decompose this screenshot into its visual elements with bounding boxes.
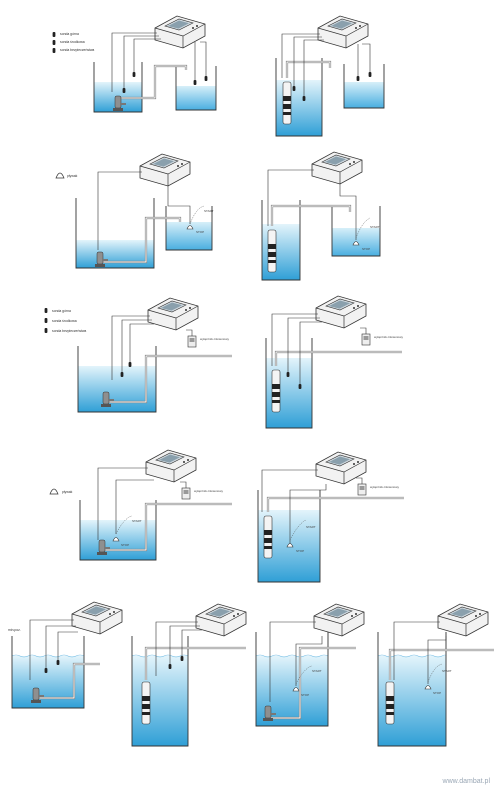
diagram-minlevel-2 <box>131 603 247 747</box>
diagram-minlevel-3: START STOP <box>255 603 365 727</box>
diagram-float-switch-deepwell: wyłącznik ciśnieniowy START STOP <box>257 451 404 583</box>
pressure-switch-icon <box>187 335 197 348</box>
controller-icon <box>147 297 199 331</box>
float-start-label: START <box>132 519 142 523</box>
float-start-label: START <box>442 669 452 673</box>
probe-legend: sonda górna sonda środkowa sonda bezpiec… <box>52 32 94 53</box>
deepwell-pump-icon <box>385 681 395 725</box>
controller-icon <box>71 601 123 635</box>
float-start-label: START <box>204 209 214 213</box>
legend-probe-bottom: sonda bezpieczeństwa <box>60 48 94 52</box>
controller-icon <box>139 153 191 187</box>
controller-icon <box>311 151 363 185</box>
float-stop-label: STOP <box>301 693 309 697</box>
switch-label: wyłącznik ciśnieniowy <box>370 485 400 489</box>
legend-probe-top: sonda górna <box>60 32 79 36</box>
float-stop-label: STOP <box>121 543 129 547</box>
float-legend-icon <box>49 488 59 495</box>
deepwell-pump-icon <box>141 681 151 725</box>
float-stop-label: STOP <box>433 691 441 695</box>
footer-url[interactable]: www.dambat.pl <box>442 778 490 785</box>
diagram-float-switch-drainage: pływak wyłącznik ciśnieniowy START STOP <box>49 449 232 561</box>
controller-icon <box>317 15 369 49</box>
deepwell-pump-icon <box>263 515 273 559</box>
diagram-float-deepwell: START STOP <box>261 151 381 281</box>
pressure-switch-icon <box>361 333 371 346</box>
diagram-float-drainage: pływak START STOP <box>55 153 214 269</box>
float-stop-label: STOP <box>296 549 304 553</box>
legend-float: pływak <box>67 174 78 178</box>
legend-probe-top: sonda górna <box>52 309 71 313</box>
legend-float: pływak <box>62 490 73 494</box>
deepwell-pump-icon <box>267 229 277 273</box>
controller-icon <box>154 15 206 49</box>
minimal-level-label: min.poz. <box>8 628 21 632</box>
deepwell-pump-icon <box>282 81 292 125</box>
legend-probe-bottom: sonda bezpieczeństwa <box>52 329 86 333</box>
diagram-probes-drainage: sonda górna sonda środkowa sonda bezpiec… <box>52 15 217 113</box>
pressure-switch-icon <box>357 483 367 496</box>
float-legend-icon <box>55 172 65 179</box>
switch-label: wyłącznik ciśnieniowy <box>374 335 404 339</box>
controller-icon <box>313 603 365 637</box>
controller-icon <box>315 295 367 329</box>
controller-icon <box>195 603 247 637</box>
float-start-label: START <box>370 225 380 229</box>
switch-label: wyłącznik ciśnieniowy <box>200 337 230 341</box>
controller-icon <box>315 451 367 485</box>
float-start-label: START <box>312 669 322 673</box>
diagram-minlevel-1: min.poz. <box>8 601 123 709</box>
diagram-probes-switch-deepwell: wyłącznik ciśnieniowy <box>265 295 404 429</box>
diagram-minlevel-4: START STOP <box>377 603 494 747</box>
controller-icon <box>437 603 489 637</box>
diagram-probes-switch-drainage: sonda górna sonda środkowa sonda bezpiec… <box>44 297 232 413</box>
probe-legend: sonda górna sonda środkowa sonda bezpiec… <box>44 308 86 333</box>
pressure-switch-icon <box>181 487 191 500</box>
deepwell-pump-icon <box>271 369 281 413</box>
switch-label: wyłącznik ciśnieniowy <box>194 489 224 493</box>
float-stop-label: STOP <box>196 230 204 234</box>
legend-probe-middle: sonda środkowa <box>60 40 85 44</box>
float-stop-label: STOP <box>362 247 370 251</box>
diagram-probes-deepwell <box>275 15 385 137</box>
legend-probe-middle: sonda środkowa <box>52 319 77 323</box>
controller-icon <box>145 449 197 483</box>
float-start-label: START <box>306 525 316 529</box>
